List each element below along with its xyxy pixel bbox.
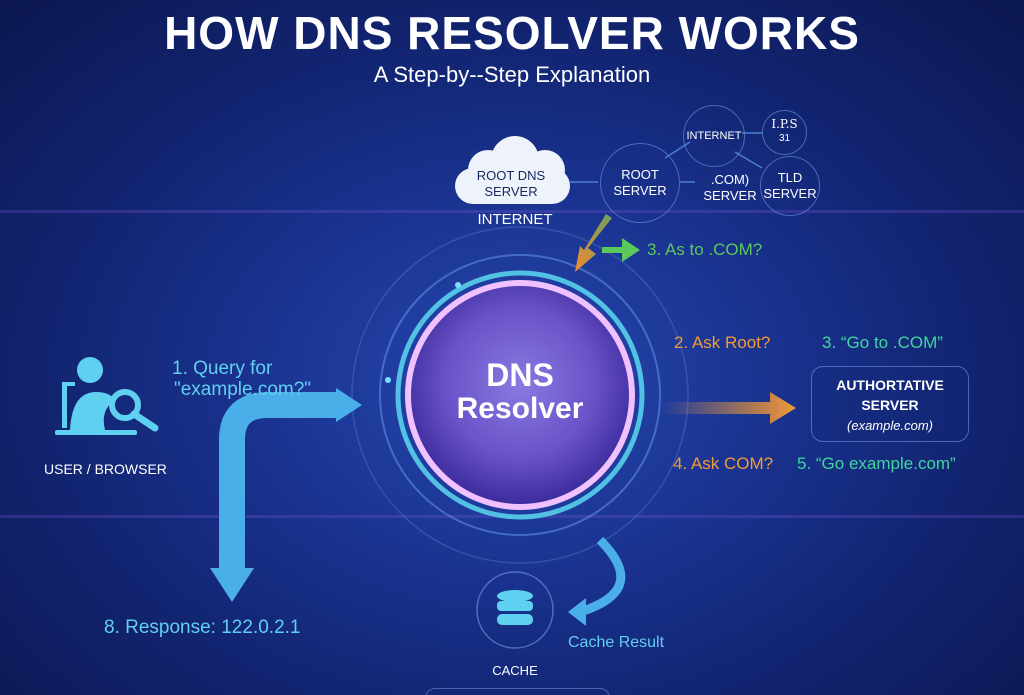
glow-ring: [395, 270, 645, 520]
ring-dot: [455, 282, 461, 288]
cache-arrow: [578, 536, 626, 617]
step1-line2: "example.com?": [174, 379, 312, 400]
resolver-line2: Resolver: [456, 392, 584, 425]
resolver-sphere: [405, 280, 635, 510]
outer-ring: [351, 226, 689, 564]
database-icon: [497, 601, 533, 611]
root-server-label: ROOT SERVER: [613, 167, 667, 198]
ips-node: [762, 110, 807, 155]
database-icon: [497, 614, 533, 625]
authoritative-line3: (example.com): [847, 418, 933, 433]
step1-line1: 1. Query for: [172, 358, 273, 379]
step3-reply-label: 3. “Go to .COM”: [822, 333, 943, 352]
to-authoritative-arrow: [662, 392, 796, 424]
cache-arrow-head: [568, 598, 586, 626]
connector: [734, 151, 763, 169]
user-search-icon: [55, 357, 159, 435]
root-server-node: [600, 143, 680, 223]
internet-node-label: INTERNET: [686, 130, 742, 142]
step4-label: 4. Ask COM?: [673, 454, 774, 473]
ips-node-line2: 31: [778, 133, 791, 144]
ring-dot: [385, 377, 391, 383]
root-to-resolver-arrow: [575, 214, 612, 272]
cloud-icon: [455, 136, 570, 204]
middle-ring: [379, 254, 661, 536]
internet-node: [683, 105, 745, 167]
internet-caption: INTERNET: [477, 211, 553, 228]
root-dns-cloud-label: ROOT DNS SERVER: [476, 168, 546, 199]
cache-result-label: Cache Result: [568, 634, 665, 651]
authoritative-line2: SERVER: [861, 397, 919, 413]
page-subtitle: A Step-by--Step Explanation: [373, 62, 651, 87]
cache-ring: [476, 571, 554, 649]
resolver-line1: DNS: [486, 357, 554, 393]
ips-node-line1: I.P.S: [771, 117, 798, 131]
query-arrow: [219, 392, 340, 570]
step3-arrow: [602, 238, 640, 262]
page-title: HOW DNS RESOLVER WORKS: [164, 7, 860, 59]
response-arrow-head: [210, 568, 254, 602]
step5-label: 5. “Go example.com”: [797, 454, 956, 473]
step8-response: 8. Response: 122.0.2.1: [104, 617, 301, 638]
authoritative-server-box: [811, 366, 969, 442]
cache-label: CACHE: [492, 663, 538, 678]
query-arrow-head: [336, 388, 362, 422]
bottom-box: [425, 688, 610, 695]
authoritative-line1: AUTHORTATIVE: [836, 377, 944, 393]
user-browser-label: USER / BROWSER: [44, 461, 167, 477]
database-icon: [497, 590, 533, 602]
tld-server-label: TLD SERVER: [763, 170, 817, 201]
light-ray: [0, 210, 1024, 213]
tld-server-node: [760, 156, 820, 216]
step2-label: 2. Ask Root?: [674, 333, 771, 352]
step3-ask-label: 3. As to .COM?: [647, 240, 763, 259]
com-server-label: .COM) SERVER: [703, 172, 757, 203]
